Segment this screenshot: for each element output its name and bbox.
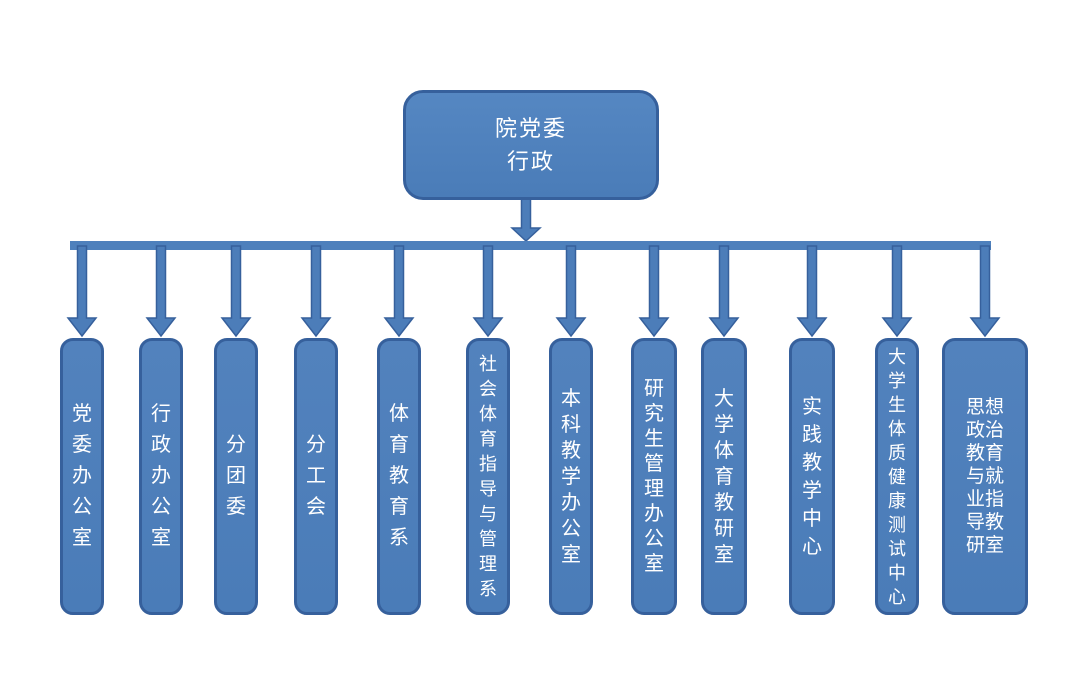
connector-arrow [66,245,98,338]
org-box-label: 行政办公室 [151,403,171,549]
org-box-label: 大学生体质健康测试中心 [888,346,906,607]
org-box: 社会体育指导与管理系 [466,338,510,615]
org-box-label: 分工会 [306,434,326,518]
connector-arrow [145,245,177,338]
connector-arrow [300,245,332,338]
connector-arrow [708,245,740,338]
org-box: 分工会 [294,338,338,615]
org-box: 行政办公室 [139,338,183,615]
org-box: 分团委 [214,338,258,615]
org-box-label: 体育教育系 [389,403,409,549]
org-box: 实践教学中心 [789,338,835,615]
org-box-label: 本科教学办公室 [561,387,581,566]
org-box-label: 大学体育教研室 [714,387,734,566]
org-box: 党委办公室 [60,338,104,615]
connector-arrow [638,245,670,338]
org-box: 本科教学办公室 [549,338,593,615]
org-box-label: 分团委 [226,434,246,518]
connector-arrow [881,245,913,338]
org-box-label: 研究生管理办公室 [644,377,664,575]
connector-arrow [969,245,1001,338]
connector-arrow [220,245,252,338]
org-box-label: 社会体育指导与管理系 [479,353,497,599]
connector-arrow [472,245,504,338]
connector-arrow [383,245,415,338]
org-box: 大学体育教研室 [701,338,747,615]
org-box: 大学生体质健康测试中心 [875,338,919,615]
org-box: 思想政治教育与就业指导教研室 [942,338,1028,615]
org-box: 研究生管理办公室 [631,338,677,615]
org-box: 体育教育系 [377,338,421,615]
root-node-label: 院党委 行政 [494,116,567,174]
connector-arrow [796,245,828,338]
org-box-label: 实践教学中心 [802,395,822,558]
connector-arrow [510,198,542,243]
trunk-bar [70,241,991,250]
connector-arrow [555,245,587,338]
org-box-label: 党委办公室 [72,403,92,549]
org-box-label: 思想政治教育与就业指导教研室 [965,397,1004,556]
root-node-box: 院党委 行政 [403,90,659,200]
